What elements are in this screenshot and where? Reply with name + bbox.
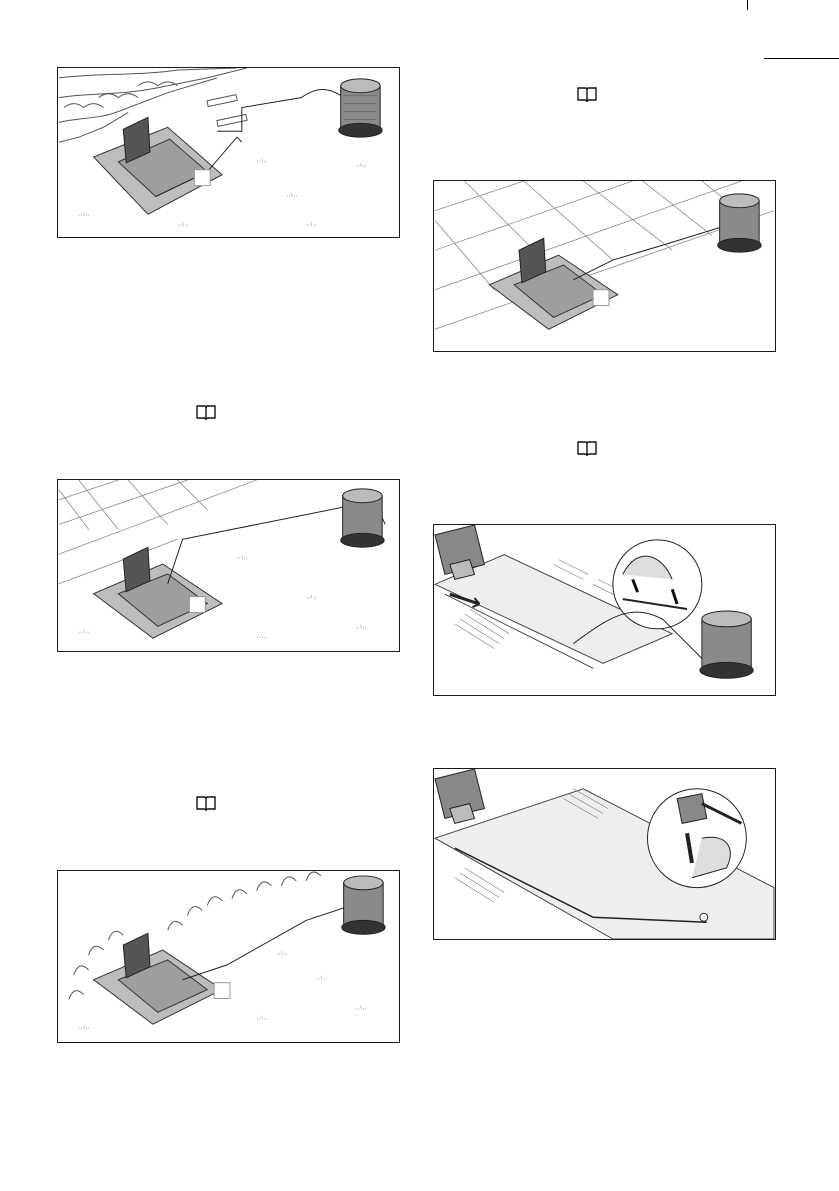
wire-spool-icon	[341, 489, 384, 547]
manual-book-icon	[577, 86, 597, 102]
figure-paving-full	[433, 180, 776, 352]
svg-text:،،۱،،: ،،۱،،	[79, 1025, 90, 1031]
svg-text:،،۱،،: ،،۱،،	[237, 555, 248, 561]
svg-text:،،۱،،: ،،۱،،	[276, 951, 287, 957]
svg-text:،،۱،،: ،،۱،،	[79, 629, 90, 635]
wire-spool-icon	[718, 194, 761, 252]
crop-mark-top-horizontal	[764, 58, 839, 59]
manual-book-icon	[196, 404, 216, 420]
illustration-peg-hammering	[434, 769, 775, 939]
figure-peg-hammering	[433, 768, 776, 940]
svg-text:،،۱،،: ،،۱،،	[257, 158, 268, 164]
svg-text:،،۱،،: ،،۱،،	[356, 624, 367, 630]
svg-text:،،۱،،: ،،۱،،	[257, 634, 268, 640]
crop-mark-top-vertical	[747, 0, 748, 10]
figure-wire-insertion	[433, 524, 776, 696]
illustration-flower-bed: ،،۱،، ،،۱،، ،،۱،، ،،۱،، ،،۱،،	[58, 871, 399, 1042]
figure-stone-wall: ،،۱،، ،،۱،، ،،۱،، ،،۱،، ،،۱،، ،،۱،،	[57, 67, 400, 238]
manual-book-icon	[196, 795, 216, 811]
svg-text:،،۱،،: ،،۱،،	[286, 192, 297, 198]
figure-paving-tiles: ،،۱،، ،،۱،، ،،۱،، ،،۱،، ،،۱،،	[57, 479, 400, 652]
figure-flower-bed: ،،۱،، ،،۱،، ،،۱،، ،،۱،، ،،۱،،	[57, 870, 400, 1043]
illustration-paving-tiles: ،،۱،، ،،۱،، ،،۱،، ،،۱،، ،،۱،،	[58, 480, 399, 651]
svg-text:،،۱،،: ،،۱،،	[316, 976, 327, 982]
manual-book-icon	[577, 440, 597, 456]
svg-text:،،۱،،: ،،۱،،	[257, 1015, 268, 1021]
wire-spool-icon	[342, 876, 385, 934]
illustration-wire-insertion	[434, 525, 775, 695]
wire-spool-icon	[339, 79, 382, 137]
svg-text:،،۱،،: ،،۱،،	[306, 595, 317, 601]
svg-text:،،۱،،: ،،۱،،	[79, 212, 90, 218]
wire-spool-icon	[700, 611, 753, 678]
svg-text:،،۱،،: ،،۱،،	[355, 163, 366, 169]
illustration-paving-full	[434, 181, 775, 351]
svg-text:،،۱،،: ،،۱،،	[306, 222, 317, 228]
illustration-stone-wall: ،،۱،، ،،۱،، ،،۱،، ،،۱،، ،،۱،، ،،۱،،	[58, 68, 399, 237]
svg-text:،،۱،،: ،،۱،،	[356, 1005, 367, 1011]
svg-text:،،۱،،: ،،۱،،	[178, 222, 189, 228]
